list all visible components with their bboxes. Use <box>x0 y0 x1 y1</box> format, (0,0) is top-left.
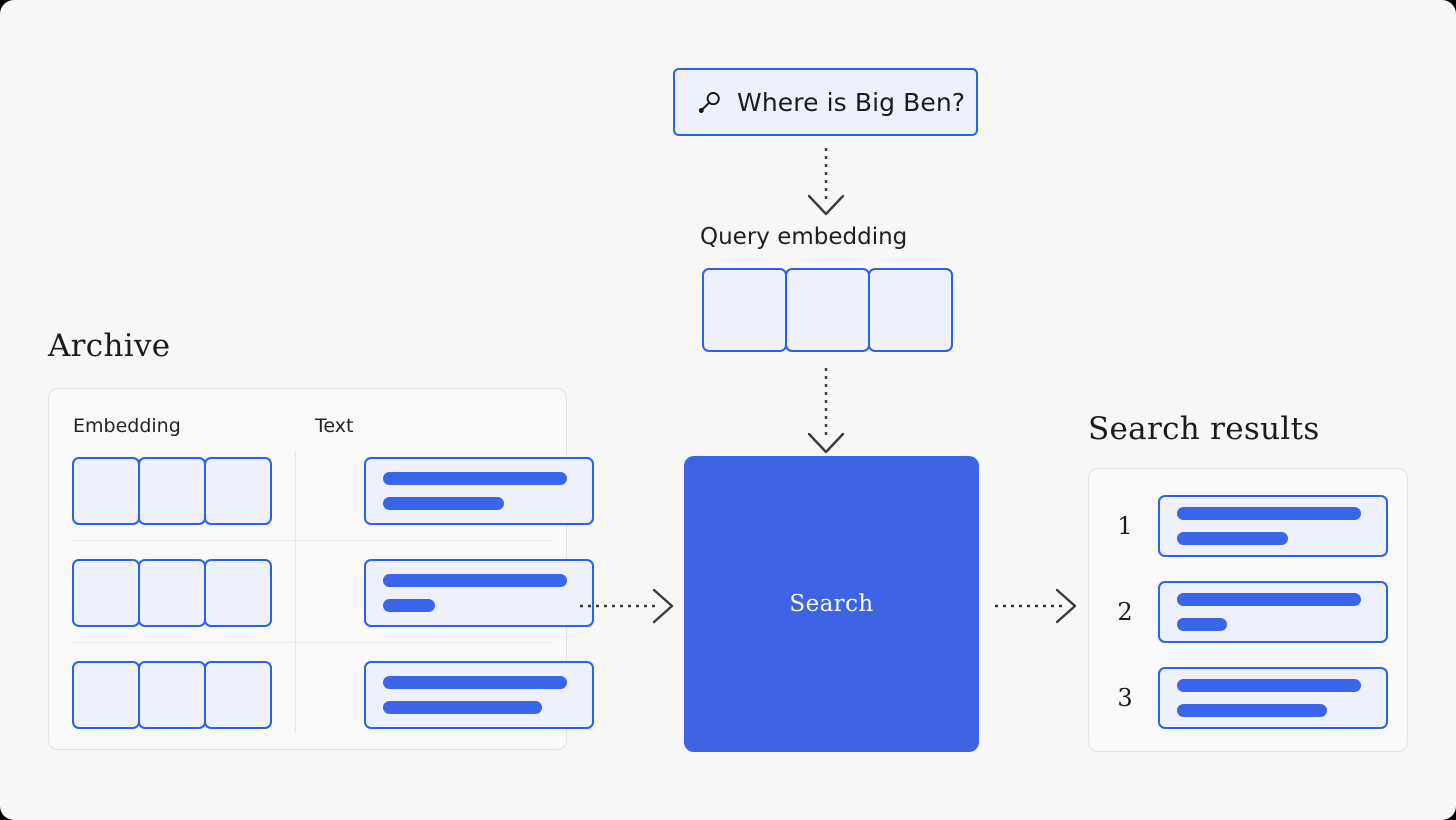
archive-title: Archive <box>48 328 171 364</box>
text-card <box>364 457 594 525</box>
embedding-cell <box>138 661 206 729</box>
column-divider <box>295 451 296 733</box>
arrow-archive-to-search <box>580 588 674 624</box>
text-bar <box>383 472 567 485</box>
search-results-title: Search results <box>1088 411 1320 447</box>
result-item[interactable]: 3 <box>1089 667 1407 729</box>
row-divider <box>71 642 552 643</box>
result-item[interactable]: 2 <box>1089 581 1407 643</box>
arrow-query-to-embedding <box>807 148 845 216</box>
magnifier-icon <box>697 89 723 115</box>
query-embedding-label: Query embedding <box>700 224 908 250</box>
embedding-cell <box>204 457 272 525</box>
embedding-cell <box>204 559 272 627</box>
query-input-box[interactable]: Where is Big Ben? <box>673 68 978 136</box>
text-bar <box>1177 507 1361 520</box>
embedding-cell <box>72 457 140 525</box>
result-card <box>1158 581 1388 643</box>
arrow-embedding-to-search <box>807 368 845 454</box>
text-bar <box>1177 593 1361 606</box>
row-embedding-cells <box>72 559 272 627</box>
text-card <box>364 661 594 729</box>
embedding-cell <box>204 661 272 729</box>
query-embedding-cells <box>702 268 953 352</box>
search-results-panel: 1 2 3 <box>1088 468 1408 752</box>
embedding-cell <box>138 457 206 525</box>
column-header-text: Text <box>315 415 354 437</box>
arrow-search-to-results <box>995 588 1077 624</box>
archive-panel: Embedding Text <box>48 388 594 750</box>
text-bar <box>383 574 567 587</box>
text-bar <box>383 599 436 612</box>
embedding-cell <box>702 268 787 352</box>
search-label: Search <box>789 591 874 617</box>
row-embedding-cells <box>72 457 272 525</box>
embedding-cell <box>138 559 206 627</box>
row-embedding-cells <box>72 661 272 729</box>
text-bar <box>383 497 505 510</box>
text-card <box>364 559 594 627</box>
row-divider <box>71 540 552 541</box>
result-item[interactable]: 1 <box>1089 495 1407 557</box>
query-text: Where is Big Ben? <box>737 87 966 117</box>
embedding-cell <box>868 268 953 352</box>
text-bar <box>1177 618 1228 631</box>
embedding-cell <box>72 559 140 627</box>
text-bar <box>1177 679 1361 692</box>
text-bar <box>383 701 542 714</box>
column-header-embedding: Embedding <box>73 415 181 437</box>
embedding-cell <box>72 661 140 729</box>
result-card <box>1158 667 1388 729</box>
search-node[interactable]: Search <box>684 456 979 752</box>
result-rank: 1 <box>1117 512 1133 540</box>
result-card <box>1158 495 1388 557</box>
text-bar <box>1177 532 1288 545</box>
text-bar <box>383 676 567 689</box>
result-rank: 2 <box>1117 598 1133 626</box>
result-rank: 3 <box>1117 684 1133 712</box>
embedding-cell <box>785 268 870 352</box>
text-bar <box>1177 704 1328 717</box>
